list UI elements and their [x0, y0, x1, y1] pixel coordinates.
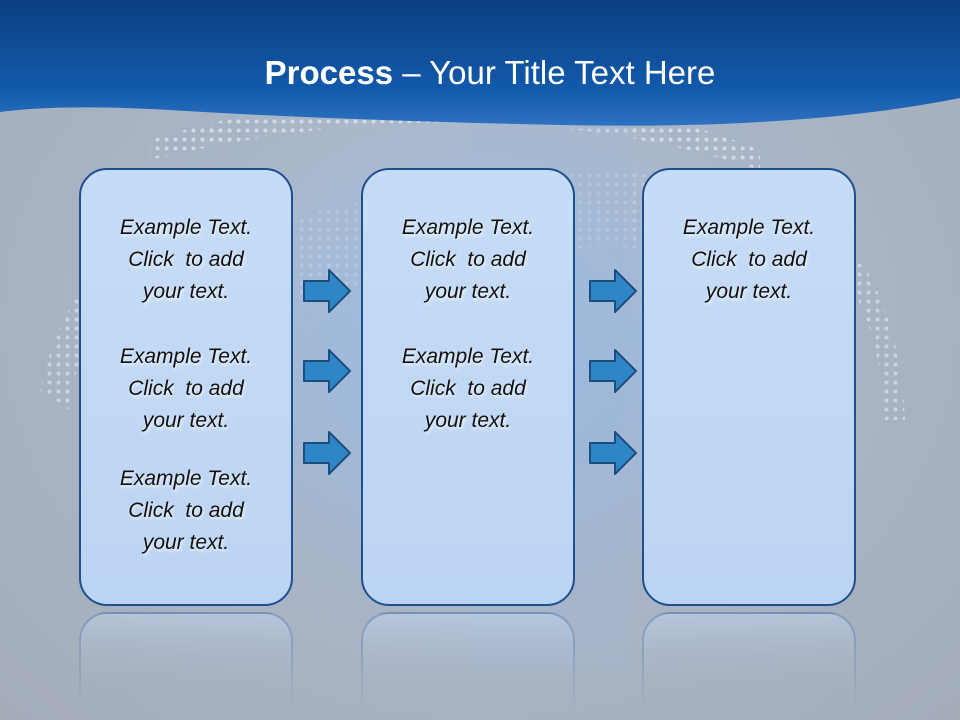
text-block[interactable]: Example Text. Click to add your text. — [644, 212, 854, 308]
text-line: Click to add — [128, 499, 244, 522]
text-line: Example Text. — [401, 216, 535, 239]
right-arrow-icon[interactable] — [588, 268, 638, 314]
text-block[interactable]: Example Text. Click to add your text. — [363, 212, 573, 308]
text-block[interactable]: Example Text. Click to add your text. — [363, 341, 573, 437]
text-line: Example Text. — [119, 216, 253, 239]
text-block[interactable]: Example Text. Click to add your text. — [81, 212, 291, 308]
slide-title[interactable]: Process – Your Title Text Here — [0, 54, 960, 92]
box-reflection — [361, 612, 575, 720]
text-line: your text. — [424, 280, 512, 303]
right-arrow-icon[interactable] — [302, 348, 352, 394]
process-box-1[interactable]: Example Text. Click to add your text. Ex… — [79, 168, 293, 606]
text-line: Click to add — [128, 377, 244, 400]
text-line: Example Text. — [401, 345, 535, 368]
process-box-3[interactable]: Example Text. Click to add your text. — [642, 168, 856, 606]
text-line: Click to add — [410, 248, 526, 271]
right-arrow-icon[interactable] — [588, 348, 638, 394]
text-line: Click to add — [410, 377, 526, 400]
title-bold: Process — [264, 54, 394, 91]
title-rest: – Your Title Text Here — [393, 54, 716, 91]
header-band — [0, 0, 960, 126]
text-line: Example Text. — [682, 216, 816, 239]
text-line: your text. — [142, 531, 230, 554]
text-line: Example Text. — [119, 345, 253, 368]
box-reflection — [642, 612, 856, 720]
text-block[interactable]: Example Text. Click to add your text. — [81, 463, 291, 559]
text-line: Click to add — [128, 248, 244, 271]
text-line: your text. — [142, 280, 230, 303]
text-line: your text. — [424, 409, 512, 432]
text-block[interactable]: Example Text. Click to add your text. — [81, 341, 291, 437]
text-line: your text. — [705, 280, 793, 303]
right-arrow-icon[interactable] — [302, 268, 352, 314]
text-line: Example Text. — [119, 467, 253, 490]
right-arrow-icon[interactable] — [588, 430, 638, 476]
text-line: your text. — [142, 409, 230, 432]
right-arrow-icon[interactable] — [302, 430, 352, 476]
text-line: Click to add — [691, 248, 807, 271]
process-box-2[interactable]: Example Text. Click to add your text. Ex… — [361, 168, 575, 606]
box-reflection — [79, 612, 293, 720]
